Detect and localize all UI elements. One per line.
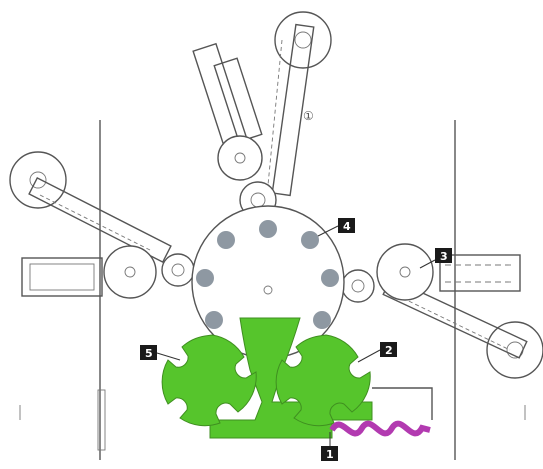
callout-4: 4	[317, 218, 355, 237]
callout-3: 3	[419, 248, 452, 269]
svg-text:4: 4	[343, 220, 351, 233]
callout-5: 5	[140, 345, 181, 361]
bottle-positions	[196, 220, 339, 329]
svg-text:1: 1	[326, 448, 334, 461]
starwheels	[161, 317, 433, 439]
infeed-auger	[329, 420, 431, 437]
frame-rails	[19, 120, 526, 460]
top-labeller: ①	[192, 11, 332, 219]
svg-text:2: 2	[385, 344, 393, 357]
top-mark: ①	[303, 109, 314, 123]
svg-text:5: 5	[145, 347, 153, 360]
callout-2: 2	[357, 342, 397, 363]
starwheel-left	[161, 334, 257, 427]
left-labeller	[9, 151, 195, 299]
callout-1: 1	[321, 432, 338, 461]
central-turret	[191, 205, 345, 359]
right-labeller	[341, 243, 543, 379]
starwheel-right	[275, 334, 371, 427]
svg-text:3: 3	[440, 250, 448, 263]
